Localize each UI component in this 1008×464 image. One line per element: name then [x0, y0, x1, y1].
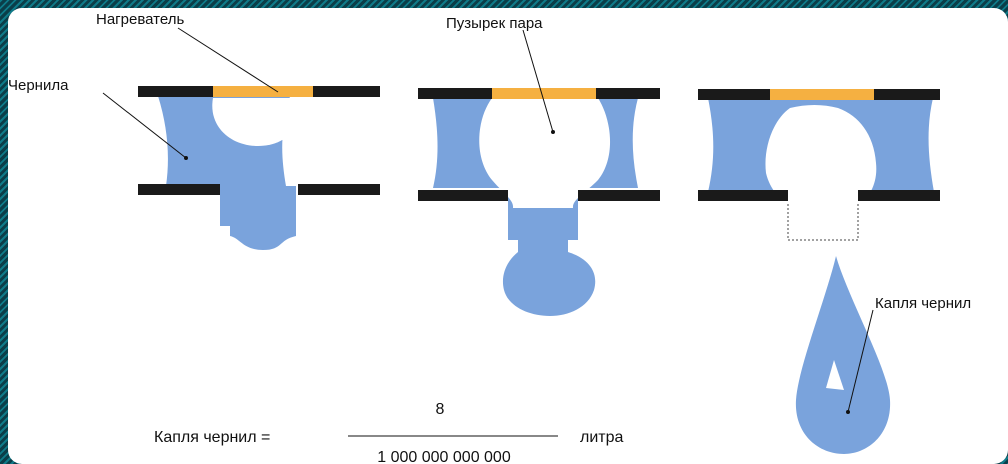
bottom-wall-right-stage-1	[298, 184, 380, 195]
bottom-wall-right-stage-2	[578, 190, 660, 201]
leader-lines	[102, 27, 874, 414]
drop-leader-dot	[846, 410, 850, 414]
formula-denominator: 1 000 000 000 000	[377, 449, 511, 464]
stage-1	[138, 86, 380, 250]
falling-ink-drop	[795, 256, 891, 454]
ink-label: Чернила	[8, 77, 69, 94]
stage-2	[418, 88, 660, 316]
ink-leader-dot	[184, 156, 188, 160]
heater-stage-3	[770, 89, 874, 100]
diagram-panel: Нагреватель Чернила Пузырек пара Капля ч…	[8, 8, 1008, 464]
ejecting-drop-stage-2	[502, 236, 596, 316]
drop-highlight	[826, 360, 844, 390]
formula-unit: литра	[580, 429, 624, 446]
vapor-leader-dot	[551, 130, 555, 134]
bottom-wall-left-stage-3	[698, 190, 788, 201]
nozzle-outline-stage-3	[787, 204, 859, 241]
heater-leader	[177, 27, 279, 93]
bottom-wall-left-stage-1	[138, 184, 220, 195]
formula-numerator: 8	[436, 401, 445, 418]
ink-leader	[102, 92, 187, 159]
heater-stage-1	[213, 86, 313, 97]
vapor-bubble-stage-2	[479, 98, 611, 208]
ink-drop-label: Капля чернил	[875, 295, 971, 312]
vapor-bubble-leader	[522, 29, 554, 133]
vapor-bubble-stage-1	[212, 98, 302, 146]
heater-stage-2	[492, 88, 596, 99]
bottom-wall-right-stage-3	[858, 190, 940, 201]
vapor-bubble-label: Пузырек пара	[446, 15, 543, 32]
ink-drop-leader	[847, 309, 874, 413]
heater-label: Нагреватель	[96, 11, 184, 28]
vapor-bubble-stage-3	[765, 105, 877, 240]
formula-left: Капля чернил =	[154, 429, 270, 446]
bottom-wall-left-stage-2	[418, 190, 508, 201]
inkjet-diagram: Нагреватель Чернила Пузырек пара Капля ч…	[8, 11, 971, 464]
stage-3	[698, 89, 940, 454]
nozzle-ink-stage-1	[220, 186, 296, 250]
